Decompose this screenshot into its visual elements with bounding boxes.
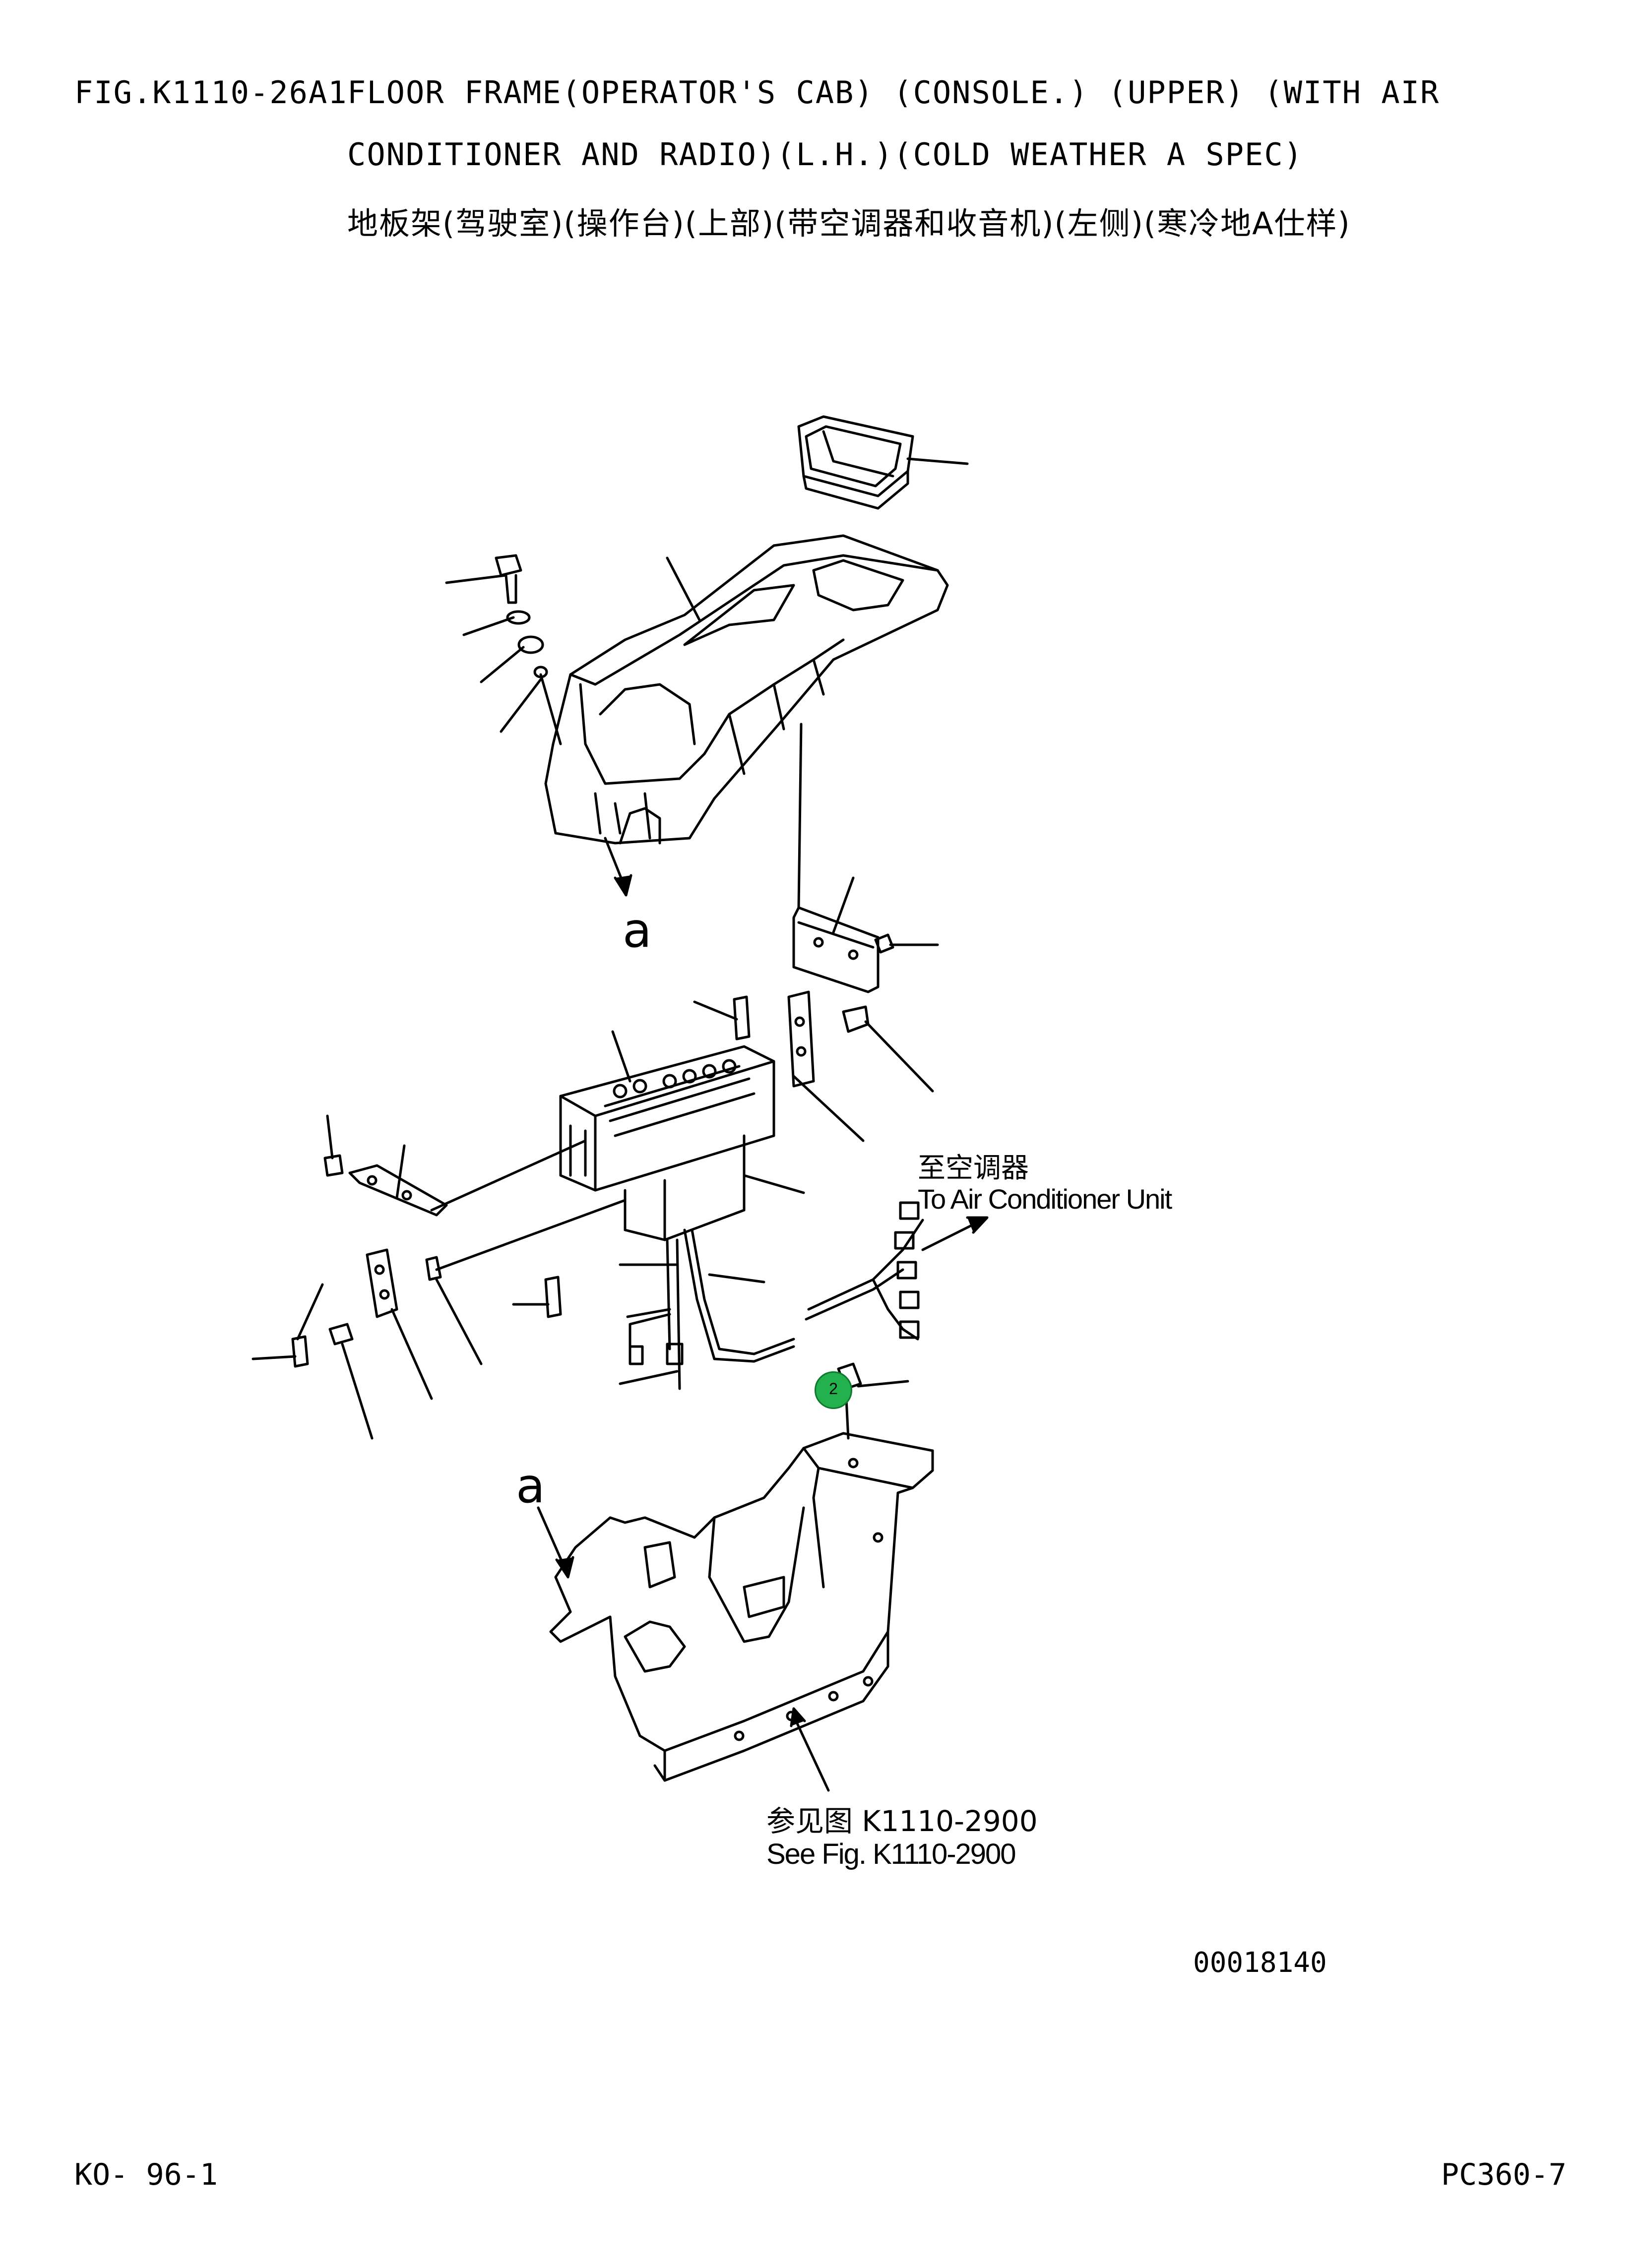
- leader-line: [395, 1144, 406, 1199]
- cable-line: [539, 673, 562, 745]
- leader-line: [435, 1278, 483, 1365]
- part-callout-2[interactable]: 2: [815, 1371, 852, 1409]
- arrowhead: [614, 874, 632, 897]
- bolt-part: [323, 1154, 344, 1177]
- cable-line: [430, 1139, 587, 1212]
- leader-line: [708, 1273, 765, 1284]
- leader-line: [626, 1308, 671, 1318]
- leader-line: [743, 1174, 805, 1194]
- bolt-part: [842, 1005, 870, 1033]
- bolt-part: [733, 995, 751, 1041]
- leader-line: [832, 876, 855, 934]
- see-figure-label-en: See Fig. K1110-2900: [766, 1838, 1016, 1870]
- arrowhead: [966, 1216, 989, 1234]
- figure-code: FIG.K1110-26A1: [74, 74, 348, 111]
- bolt-part: [425, 1256, 442, 1281]
- leader-line: [792, 1715, 830, 1792]
- figure-title-line-1: FLOOR FRAME(OPERATOR'S CAB) (CONSOLE.) (…: [347, 74, 1440, 111]
- leader-line: [666, 556, 701, 621]
- leader-line: [500, 678, 542, 733]
- leader-line: [252, 1355, 297, 1360]
- console-cover-part: [544, 534, 949, 845]
- side-bracket-part: [792, 906, 880, 993]
- air-conditioner-label-cn: 至空调器: [918, 1152, 1029, 1184]
- left-bracket-part-lower: [366, 1248, 398, 1318]
- callout-number: 2: [829, 1380, 838, 1398]
- left-bracket-part-upper: [348, 1164, 448, 1217]
- leader-line: [341, 1343, 374, 1440]
- cup-holder-part: [797, 415, 914, 510]
- bolt-part: [544, 1276, 562, 1318]
- leader-line: [480, 646, 525, 683]
- leader-line: [462, 616, 515, 636]
- page-code: KO- 96-1: [74, 2157, 218, 2192]
- cable-line: [797, 723, 803, 909]
- leader-line: [611, 1030, 631, 1083]
- screw-washer-stack: [495, 554, 548, 678]
- reference-letter-a-bottom: a: [516, 1458, 545, 1514]
- leader-line: [906, 457, 969, 465]
- leader-line: [326, 1114, 334, 1160]
- radio-unit-part: [559, 1045, 775, 1241]
- leader-line: [693, 1000, 738, 1021]
- reference-letter-a-top: a: [623, 903, 652, 958]
- leader-line: [619, 1370, 679, 1385]
- figure-title-line-2: CONDITIONER AND RADIO)(L.H.)(COLD WEATHE…: [347, 136, 1304, 173]
- see-figure-label-cn: 参见图 K1110-2900: [766, 1804, 1038, 1838]
- leader-line: [857, 1380, 909, 1388]
- bolt-part: [328, 1323, 354, 1346]
- floor-frame-part: [549, 1432, 934, 1782]
- arrowhead: [790, 1707, 806, 1727]
- leader-line: [296, 1283, 324, 1341]
- leader-line: [792, 1075, 865, 1142]
- wiring-harness-part: [629, 1201, 924, 1390]
- cable-line: [435, 1199, 627, 1271]
- radio-bracket-part: [787, 990, 815, 1088]
- image-number: 00018140: [1193, 1947, 1327, 1979]
- leader-line: [864, 1020, 934, 1093]
- leader-line: [390, 1308, 433, 1400]
- air-conditioner-label-en: To Air Conditioner Unit: [918, 1183, 1172, 1215]
- leader-line: [445, 574, 507, 584]
- arrowhead: [555, 1556, 574, 1579]
- bolt-part: [874, 933, 894, 954]
- bolt-part: [291, 1335, 309, 1368]
- model-number: PC360-7: [1441, 2157, 1567, 2192]
- figure-title-line-3-cn: 地板架(驾驶室)(操作台)(上部)(带空调器和收音机)(左侧)(寒冷地A仕样): [347, 205, 1351, 242]
